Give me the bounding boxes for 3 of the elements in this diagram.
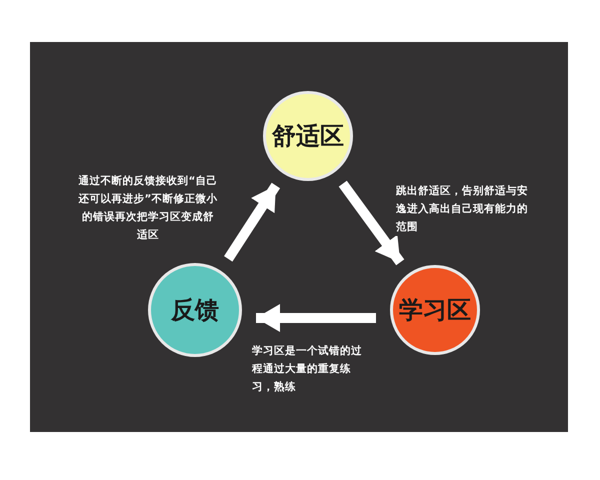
- arrow: [224, 182, 280, 262]
- arrow: [256, 304, 376, 332]
- arrow: [338, 180, 404, 266]
